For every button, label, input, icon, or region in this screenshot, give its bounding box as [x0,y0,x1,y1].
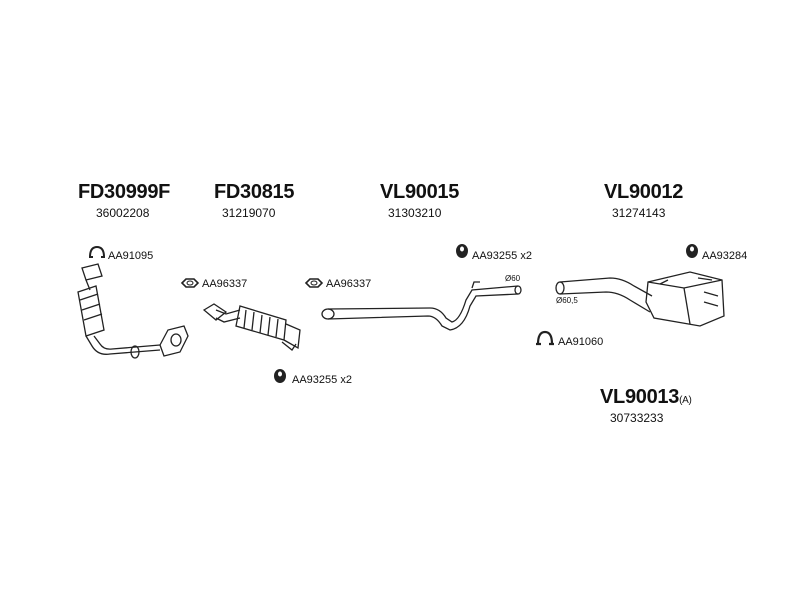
dimension-label-60-5: Ø60,5 [556,296,578,305]
accessory-label-aa93284: AA93284 [702,250,748,262]
accessory-label-aa91060: AA91060 [558,336,604,348]
catalytic-converter-drawing [77,263,189,359]
accessory-label-aa93255-a: AA93255 x2 [472,250,532,262]
accessory-label-aa91095: AA91095 [108,250,154,262]
part-number-31219070: 31219070 [222,206,276,220]
rear-silencer-drawing [555,271,725,327]
accessory-label-aa96337-b: AA96337 [326,278,372,290]
part-code-fd30999f: FD30999F [78,181,171,203]
part-code-vl90012: VL90012 [604,181,684,203]
part-code-vl90013-suffix: (A) [679,395,692,406]
gasket-icon [180,278,200,288]
accessory-label-aa93255-b: AA93255 x2 [292,374,352,386]
part-code-vl90015: VL90015 [380,181,460,203]
flex-pipe-drawing [202,303,301,351]
clamp-icon [89,245,105,258]
part-number-31303210: 31303210 [388,206,442,220]
clamp-icon [536,330,554,346]
part-code-vl90013-text: VL90013 [600,386,680,408]
rubber-mount-icon [456,244,468,258]
part-number-30733233: 30733233 [610,411,664,425]
rubber-mount-icon [274,369,286,383]
rubber-mount-icon [686,244,698,258]
part-code-vl90013: VL90013(A) [600,386,692,409]
part-number-36002208: 36002208 [96,206,150,220]
part-number-31274143: 31274143 [612,206,666,220]
part-code-fd30815: FD30815 [214,181,295,203]
intermediate-pipe-drawing [321,281,522,331]
dimension-label-60: Ø60 [505,274,521,283]
gasket-icon [304,278,324,288]
accessory-label-aa96337-a: AA96337 [202,278,248,290]
